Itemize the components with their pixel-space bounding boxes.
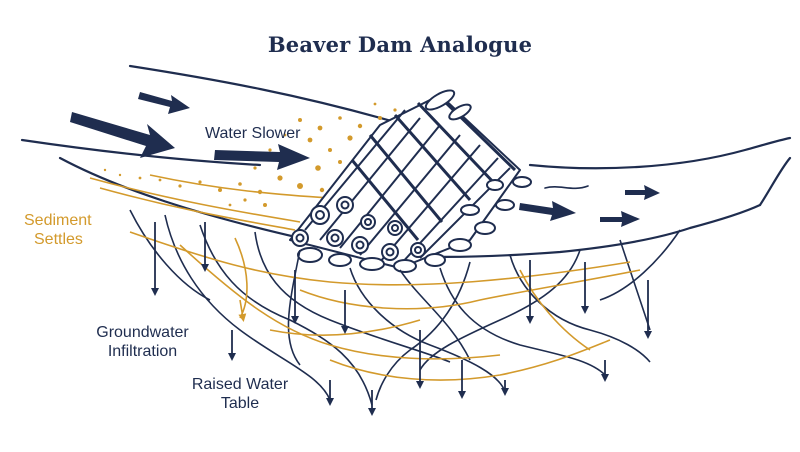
raised-label-line2: Table [220, 395, 260, 412]
water-ripple [544, 185, 589, 190]
sediment-dots [103, 102, 397, 207]
flow-arrow-middle [214, 144, 310, 170]
groundwater-infiltration-label: Groundwater Infiltration [80, 323, 205, 361]
flow-arrow-downstream-3 [625, 185, 660, 200]
sediment-label-line2: Settles [34, 231, 83, 248]
infiltration-arrows [151, 222, 652, 416]
flow-arrow-large [70, 112, 175, 158]
raised-water-table-label: Raised Water Table [180, 375, 300, 413]
water-slower-label: Water Slower [205, 125, 301, 142]
flow-arrow-downstream-2 [600, 211, 640, 227]
sediment-label-line1: Sediment [24, 212, 92, 229]
sediment-arrow [238, 299, 247, 322]
raised-water-table-lines [129, 231, 641, 381]
groundwater-label-line2: Infiltration [107, 343, 178, 360]
sediment-settles-label: Sediment Settles [24, 211, 92, 249]
sediment-layer [89, 174, 331, 231]
groundwater-label-line1: Groundwater [96, 324, 189, 341]
flow-arrow-top [138, 92, 190, 114]
flow-arrow-downstream-1 [519, 201, 576, 221]
raised-label-line1: Raised Water [191, 376, 289, 393]
beaver-dam-analogue [289, 89, 532, 273]
diagram-title: Beaver Dam Analogue [267, 32, 533, 57]
flow-arrows [70, 92, 660, 227]
